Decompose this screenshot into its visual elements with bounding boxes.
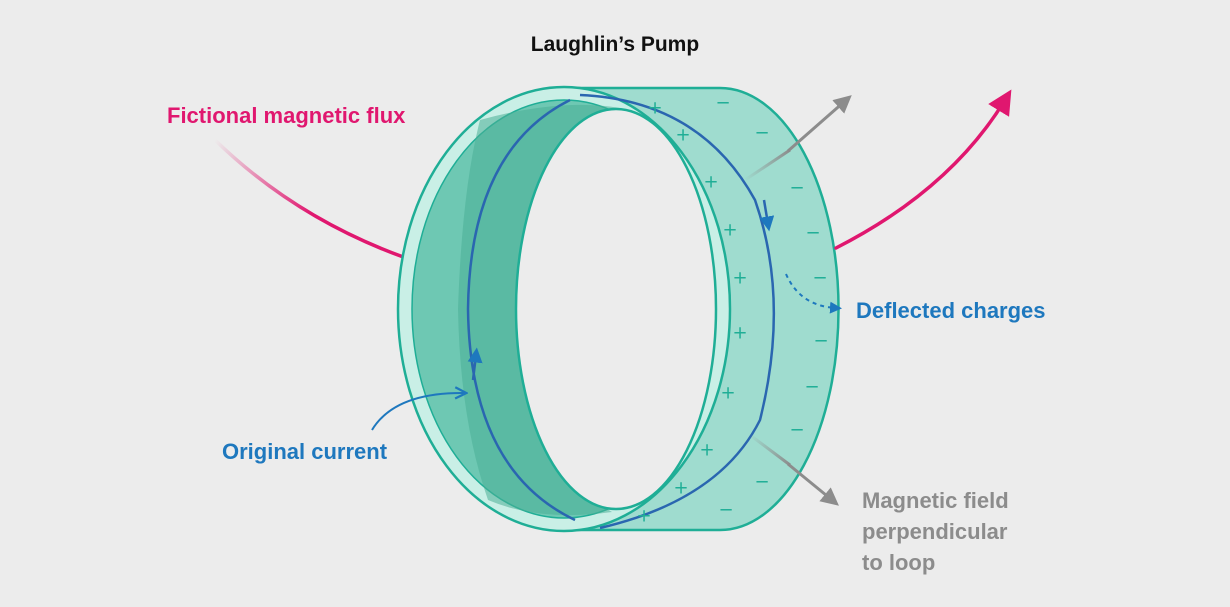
plus-charge: + (673, 478, 688, 499)
original-current-label: Original current (222, 439, 388, 464)
minus-charge: − (718, 500, 733, 521)
field-label-line1: Magnetic field (862, 488, 1009, 513)
plus-charge: + (732, 268, 747, 289)
plus-charge: + (720, 383, 735, 404)
plus-charge: + (732, 323, 747, 344)
field-label-line3: to loop (862, 550, 935, 575)
minus-charge: − (812, 268, 827, 289)
minus-charge: − (804, 377, 819, 398)
field-arrow-bottom-tail (749, 433, 791, 467)
current-direction-arrow (467, 347, 483, 381)
minus-charge: − (813, 331, 828, 352)
current-band-arrow (759, 199, 775, 232)
current-loop-front (579, 93, 776, 530)
field-arrow-bottom (787, 462, 839, 506)
minus-charge: − (805, 223, 820, 244)
deflected-charges-label: Deflected charges (856, 298, 1046, 323)
minus-charge: − (754, 472, 769, 493)
flux-label: Fictional magnetic flux (167, 103, 406, 128)
flux-curve-right (834, 89, 1012, 250)
field-arrow-top-tail (744, 148, 791, 182)
plus-charge: + (722, 220, 737, 241)
current-loop-back (466, 98, 576, 522)
plus-charge: + (699, 440, 714, 461)
plus-charge: + (647, 98, 662, 119)
field-arrow-top (787, 95, 852, 153)
original-current-pointer (371, 393, 465, 431)
minus-charge: − (789, 178, 804, 199)
ring-inner-shade (458, 104, 620, 516)
field-label-line2: perpendicular (862, 519, 1008, 544)
plus-charge: + (703, 172, 718, 193)
diagram-title: Laughlin’s Pump (531, 33, 699, 56)
plus-charge: + (636, 506, 651, 527)
minus-charge: − (715, 93, 730, 114)
plus-charge: + (675, 125, 690, 146)
ring-hole (514, 107, 718, 511)
minus-charge: − (789, 420, 804, 441)
charge-group: + + + + + + + + + + − − − − − − − − − − (636, 93, 828, 527)
minus-charge: − (754, 123, 769, 144)
deflected-charges-arrow (785, 273, 842, 314)
